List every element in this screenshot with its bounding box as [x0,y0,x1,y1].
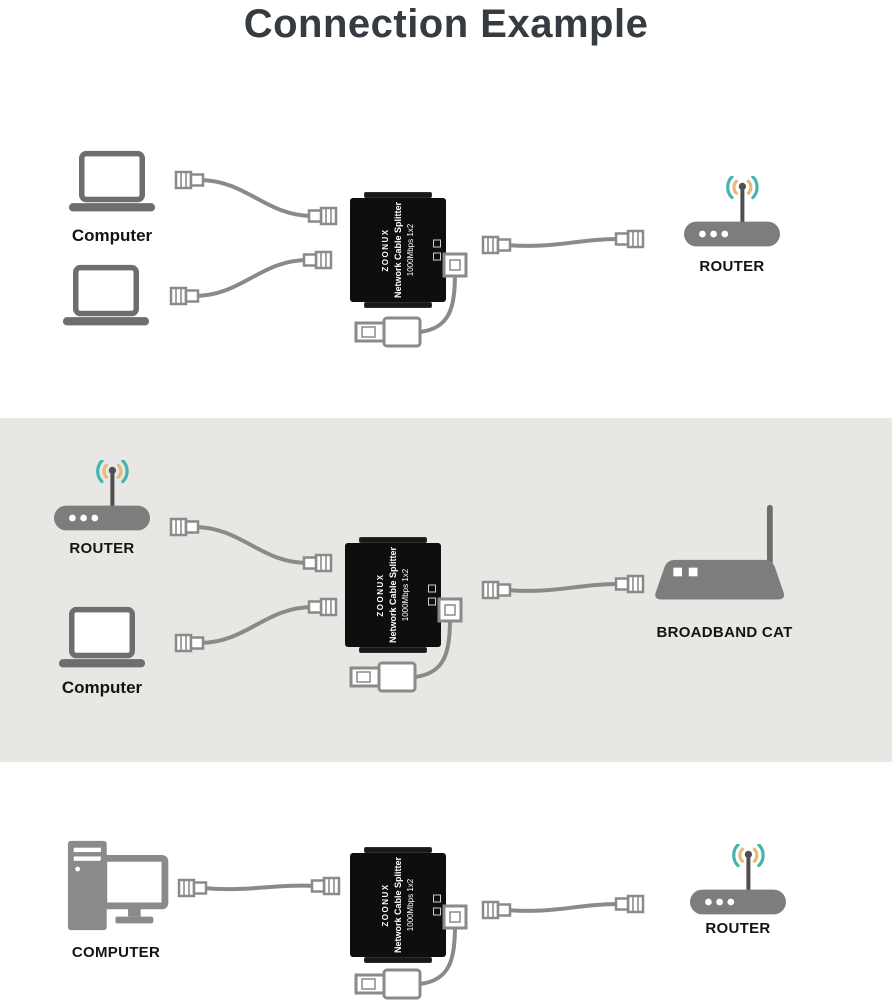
ethernet-cable [169,250,333,306]
computer-label: Computer [71,226,153,245]
rj45-plug-icon [174,170,205,190]
splitter-flange [364,302,432,308]
broadband-modem-icon [652,502,797,613]
usb-plug-icon [354,968,422,1000]
splitter-flange [364,847,432,853]
router-label: ROUTER [705,920,771,937]
rj45-plug-icon [481,580,512,600]
laptop-icon [60,264,152,330]
ethernet-cable [169,517,333,573]
broadband-cat-label: BROADBAND CAT [656,624,793,641]
router-icon [688,844,788,917]
router-icon [52,460,152,533]
power-port-connector [442,904,468,930]
rj45-plug-icon [174,633,205,653]
power-port-connector [437,597,463,623]
ethernet-cable [174,170,338,226]
ethernet-port-icon [433,894,441,903]
ethernet-cable [481,894,645,920]
splitter-flange [364,957,432,963]
router-label: ROUTER [69,540,135,557]
rj45-plug-icon [310,876,341,896]
splitter-flange [359,537,427,543]
ethernet-cable [481,229,645,255]
splitter-flange [359,647,427,653]
ethernet-cable [174,597,338,653]
splitter-port-icons [433,239,441,261]
splitter-box: ZOONUX Network Cable Splitter 1000Mbps 1… [345,537,441,653]
router-label: ROUTER [699,258,765,275]
computer-label: COMPUTER [71,944,161,961]
ethernet-port-icon [428,597,436,606]
rj45-plug-icon [302,553,333,573]
rj45-plug-icon [177,878,208,898]
splitter-flange [364,192,432,198]
rj45-plug-icon [614,229,645,249]
ethernet-port-icon [433,239,441,248]
usb-power-cable [349,597,463,693]
splitter-port-icons [428,584,436,606]
laptop-icon [56,606,148,672]
rj45-plug-icon [614,894,645,914]
ethernet-port-icon [433,907,441,916]
splitter-box: ZOONUX Network Cable Splitter 1000Mbps 1… [350,847,446,963]
rj45-plug-icon [169,286,200,306]
rj45-plug-icon [614,574,645,594]
desktop-computer-icon [58,838,170,935]
ethernet-port-icon [428,584,436,593]
rj45-plug-icon [169,517,200,537]
ethernet-cable [177,876,341,898]
usb-plug-icon [354,316,422,348]
page-title: Connection Example [243,2,649,46]
rj45-plug-icon [481,235,512,255]
usb-power-cable [354,904,468,1000]
laptop-icon [66,150,158,216]
usb-plug-icon [349,661,417,693]
power-port-connector [442,252,468,278]
rj45-plug-icon [481,900,512,920]
computer-label: Computer [61,678,143,697]
usb-power-cable [354,252,468,348]
router-icon [682,176,782,249]
rj45-plug-icon [307,206,338,226]
splitter-port-icons [433,894,441,916]
ethernet-cable [481,574,645,600]
rj45-plug-icon [302,250,333,270]
ethernet-port-icon [433,252,441,261]
splitter-box: ZOONUX Network Cable Splitter 1000Mbps 1… [350,192,446,308]
